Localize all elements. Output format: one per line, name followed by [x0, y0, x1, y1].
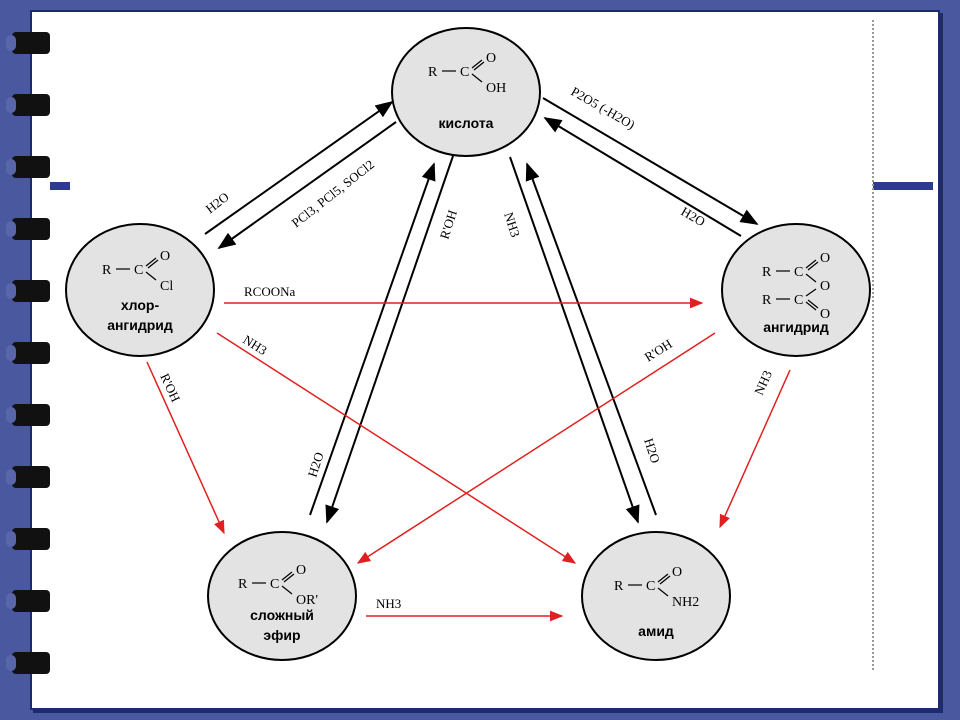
node-anhydride: [721, 223, 871, 357]
reagent-roh-anhydride: R'OH: [642, 336, 675, 365]
arrow-amide-to-acid: [525, 162, 657, 516]
arrow-acid-to-ester: [325, 155, 454, 524]
svg-text:R: R: [762, 293, 772, 308]
node-ester: [207, 531, 357, 661]
svg-text:C: C: [270, 577, 279, 592]
reagent-h2o-amide: H2O: [641, 436, 663, 465]
reagent-h2o-ester: H2O: [305, 450, 327, 479]
reagent-nh3-anhydride: NH3: [751, 368, 775, 397]
svg-text:O: O: [486, 51, 496, 66]
ester-label-2: эфир: [263, 627, 300, 643]
svg-text:O: O: [820, 279, 830, 294]
binder-ring: [6, 342, 50, 364]
svg-text:R: R: [238, 577, 248, 592]
svg-text:OH: OH: [486, 81, 506, 96]
svg-text:C: C: [460, 65, 469, 80]
reagent-p2o5: P2O5 (-H2O): [569, 84, 638, 133]
ester-label-1: сложный: [250, 607, 314, 623]
binder-ring: [6, 404, 50, 426]
arrow-chloride-to-amide: [216, 332, 577, 564]
svg-text:R: R: [428, 65, 438, 80]
arrow-ester-to-acid: [309, 162, 436, 516]
chloride-formula: R C O Cl: [102, 249, 173, 294]
binder-ring: [6, 218, 50, 240]
node-amide: [581, 531, 731, 661]
binder-ring: [6, 156, 50, 178]
binder-ring: [6, 466, 50, 488]
chloride-label-2: ангидрид: [107, 317, 173, 333]
binder-ring: [6, 528, 50, 550]
dotted-edge: [872, 20, 874, 670]
svg-text:NH2: NH2: [672, 595, 699, 610]
reagent-h2o-anhydride: H2O: [679, 204, 708, 230]
arrow-acid-to-amide: [509, 156, 640, 524]
svg-text:Cl: Cl: [160, 279, 173, 294]
svg-text:C: C: [646, 579, 655, 594]
arrow-chloride-to-ester: [146, 361, 225, 535]
amide-formula: R C O NH2: [614, 565, 699, 610]
svg-text:C: C: [134, 263, 143, 278]
arrow-acid-to-chloride: [217, 121, 397, 250]
reagent-nh3-ester: NH3: [376, 596, 401, 611]
reagent-nh3-chloride: NH3: [240, 332, 269, 358]
binder-ring: [6, 652, 50, 674]
reagent-rcoona: RCOONa: [244, 284, 296, 299]
binder-ring: [6, 590, 50, 612]
arrow-chloride-to-acid: [204, 100, 394, 235]
svg-text:R: R: [762, 265, 772, 280]
anhydride-formula: R C O O R C O: [762, 251, 830, 322]
arrow-anhydride-to-amide: [719, 369, 791, 529]
chloride-label-1: хлор-: [121, 297, 160, 313]
svg-text:O: O: [672, 565, 682, 580]
node-chloride: [65, 223, 215, 357]
svg-text:O: O: [820, 251, 830, 266]
svg-text:O: O: [820, 307, 830, 322]
acid-formula: R C O OH: [428, 51, 506, 96]
ester-formula: R C O OR': [238, 563, 318, 608]
reagent-roh-chloride: R'OH: [157, 371, 183, 404]
node-acid: [391, 27, 541, 157]
arrow-anhydride-to-ester: [356, 332, 716, 564]
title-bar-accent: [50, 182, 70, 190]
binder-ring: [6, 94, 50, 116]
binder-ring: [6, 32, 50, 54]
arrow-acid-to-anhydride: [542, 97, 759, 225]
svg-text:O: O: [296, 563, 306, 578]
reagent-h2o-chloride: H2O: [203, 189, 232, 216]
acid-label: кислота: [439, 115, 494, 131]
binder-ring: [6, 280, 50, 302]
arrow-anhydride-to-acid: [543, 117, 742, 237]
svg-text:R: R: [614, 579, 624, 594]
reagent-roh-acid: R'OH: [437, 208, 460, 241]
svg-text:R: R: [102, 263, 112, 278]
svg-text:O: O: [160, 249, 170, 264]
svg-text:C: C: [794, 265, 803, 280]
reagent-nh3-acid: NH3: [501, 210, 523, 239]
svg-text:C: C: [794, 293, 803, 308]
amide-label: амид: [638, 623, 674, 639]
title-bar-accent: [873, 182, 933, 190]
anhydride-label: ангидрид: [763, 319, 829, 335]
svg-text:OR': OR': [296, 593, 318, 608]
